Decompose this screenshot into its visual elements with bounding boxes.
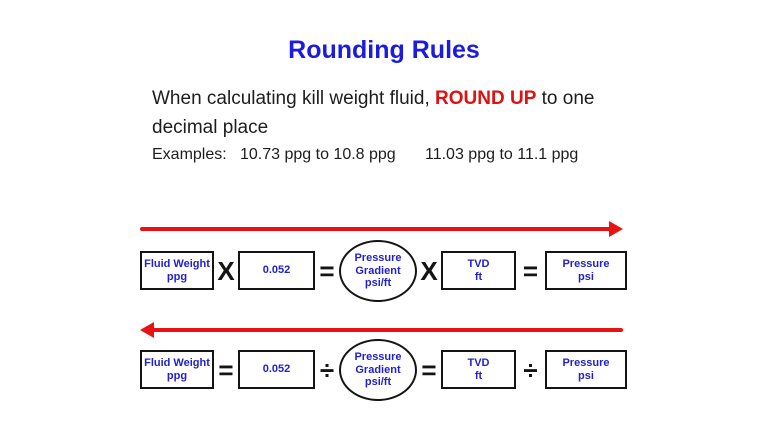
- divide-operator: ÷: [523, 355, 538, 385]
- multiply-operator: X: [420, 256, 438, 286]
- equals-operator: =: [218, 355, 234, 385]
- divide-formula-row: Fluid Weight ppg = 0.052 ÷ Pressure Grad…: [140, 339, 627, 401]
- tvd-box: TVD ft: [441, 251, 516, 290]
- node-label: Pressure: [562, 257, 610, 270]
- node-unit: ppg: [166, 270, 188, 283]
- node-label: Fluid Weight: [144, 356, 210, 369]
- multiply-operator: X: [217, 256, 235, 286]
- node-label: Gradient: [355, 264, 401, 277]
- node-label: TVD: [467, 356, 490, 369]
- forward-arrow-shaft: [140, 227, 612, 231]
- example-2: 11.03 ppg to 11.1 ppg: [425, 146, 579, 163]
- fluid-weight-box: Fluid Weight ppg: [140, 350, 214, 389]
- reverse-arrow-head-icon: [140, 322, 154, 338]
- node-label: 0.052: [262, 363, 291, 375]
- constant-box: 0.052: [238, 350, 315, 389]
- reverse-arrow: [140, 322, 623, 338]
- fluid-weight-box: Fluid Weight ppg: [140, 251, 214, 290]
- node-unit: psi: [578, 369, 594, 382]
- pressure-box: Pressure psi: [545, 350, 627, 389]
- node-unit: ppg: [166, 369, 188, 382]
- pressure-box: Pressure psi: [545, 251, 627, 290]
- node-label: Pressure: [562, 356, 610, 369]
- node-label: Pressure: [354, 351, 402, 364]
- node-unit: ft: [474, 270, 483, 283]
- node-unit: psi/ft: [364, 277, 392, 290]
- node-label: Fluid Weight: [144, 257, 210, 270]
- tvd-box: TVD ft: [441, 350, 516, 389]
- examples-label: Examples:: [152, 146, 227, 163]
- constant-box: 0.052: [238, 251, 315, 290]
- node-label: 0.052: [262, 264, 291, 276]
- node-unit: psi/ft: [364, 376, 392, 389]
- multiply-formula-row: Fluid Weight ppg X 0.052 = Pressure Grad…: [140, 240, 627, 302]
- node-unit: ft: [474, 369, 483, 382]
- examples-line: Examples: 10.73 ppg to 10.8 ppg 11.03 pp…: [152, 146, 672, 166]
- pressure-gradient-ellipse: Pressure Gradient psi/ft: [339, 339, 417, 401]
- forward-arrow: [140, 221, 623, 237]
- round-up-emphasis: ROUND UP: [435, 88, 537, 109]
- body-text-prefix: When calculating kill weight fluid,: [152, 88, 436, 109]
- example-1: 10.73 ppg to 10.8 ppg: [240, 146, 396, 163]
- equals-operator: =: [319, 256, 335, 286]
- node-label: TVD: [467, 257, 490, 270]
- pressure-gradient-ellipse: Pressure Gradient psi/ft: [339, 240, 417, 302]
- equals-operator: =: [522, 256, 539, 286]
- equals-operator: =: [421, 355, 437, 385]
- node-label: Gradient: [355, 363, 401, 376]
- node-label: Pressure: [354, 252, 402, 265]
- forward-arrow-head-icon: [609, 221, 623, 237]
- slide-title: Rounding Rules: [288, 36, 480, 64]
- divide-operator: ÷: [319, 355, 335, 385]
- reverse-arrow-shaft: [151, 328, 623, 332]
- body-text: When calculating kill weight fluid, ROUN…: [152, 84, 634, 142]
- body-text-suffix: to one decimal place: [152, 88, 595, 138]
- node-unit: psi: [578, 270, 594, 283]
